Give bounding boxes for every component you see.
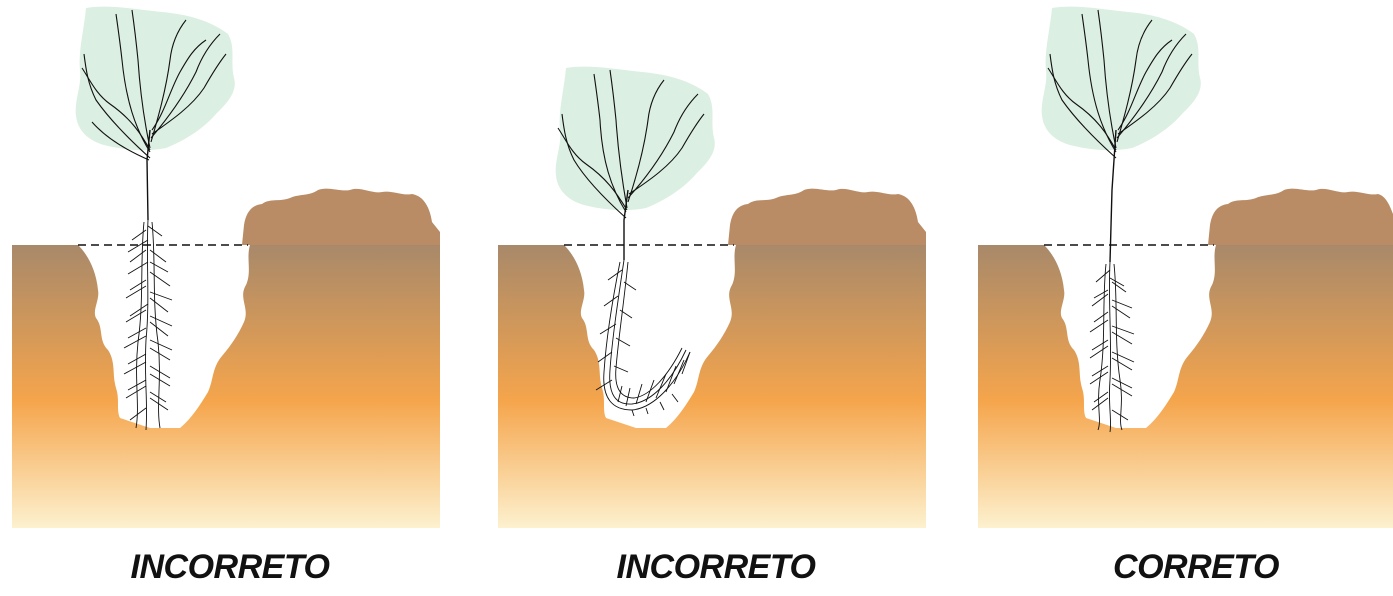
soil-mound <box>1208 189 1393 245</box>
soil-block <box>978 245 1393 528</box>
panel-incorrect-1 <box>0 0 460 540</box>
root-system <box>596 260 690 416</box>
root-system <box>124 220 172 430</box>
planting-illustration-1 <box>0 0 460 540</box>
caption-panel-2: INCORRETO <box>486 548 946 587</box>
caption-panel-1: INCORRETO <box>0 548 460 587</box>
planting-illustration-2 <box>486 0 946 540</box>
foliage-shape <box>556 67 715 211</box>
planting-illustration-3 <box>966 0 1393 540</box>
soil-block <box>12 245 440 528</box>
caption-panel-3: CORRETO <box>966 548 1393 587</box>
panel-incorrect-2 <box>486 0 946 540</box>
soil-block <box>498 245 926 528</box>
panel-correct <box>966 0 1393 540</box>
soil-mound <box>728 189 926 245</box>
root-system <box>1090 262 1134 432</box>
soil-mound <box>242 189 440 245</box>
